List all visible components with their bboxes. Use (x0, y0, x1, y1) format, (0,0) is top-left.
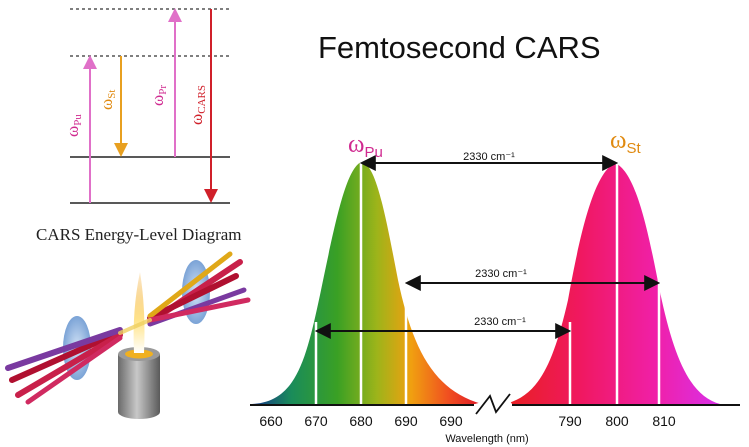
slide-title: Femtosecond CARS (318, 30, 601, 65)
cylinder-sample (118, 347, 160, 419)
pump-peak-label: ωPu (348, 131, 383, 161)
laser-beams (5, 251, 251, 405)
tick-label: 680 (349, 413, 373, 429)
probe-label: ωPr (148, 85, 169, 106)
tick-label: 810 (652, 413, 676, 429)
rho-label: ρab ~ 0.2 - 0.4 (447, 359, 518, 377)
stokes-label: ωSt (97, 90, 118, 110)
cars-label: ωCARS (187, 85, 208, 125)
pump-spectrum (252, 162, 482, 404)
stokes-peak-label: ωSt (610, 127, 641, 157)
axis-break-fill (475, 395, 512, 404)
tick-label: 690 (439, 413, 463, 429)
energy-level-diagram: ωPu ωSt ωPr ωCARS CARS Energy-Level Diag… (36, 8, 242, 244)
shift-label-mid: 2330 cm⁻¹ (475, 268, 527, 280)
pump-label: ωPu (63, 114, 84, 137)
energy-diagram-caption: CARS Energy-Level Diagram (36, 225, 242, 244)
experiment-illustration (5, 251, 251, 419)
flame (133, 272, 145, 353)
tick-label: 800 (605, 413, 629, 429)
tick-label: 690 (394, 413, 418, 429)
shift-label-low: 2330 cm⁻¹ (474, 316, 526, 328)
spectrum-plot: 2330 cm⁻¹ 2330 cm⁻¹ 2330 cm⁻¹ ρab ~ 0.2 … (250, 127, 740, 445)
x-axis-label: Wavelength (nm) (445, 433, 528, 445)
tick-label: 660 (259, 413, 283, 429)
axis-break-icon (475, 393, 511, 415)
shift-label-top: 2330 cm⁻¹ (463, 151, 515, 163)
x-axis-ticks: 660 670 680 690 690 790 800 810 (259, 413, 676, 429)
tick-label: 670 (304, 413, 328, 429)
tick-label: 790 (558, 413, 582, 429)
x-axis (250, 393, 740, 415)
